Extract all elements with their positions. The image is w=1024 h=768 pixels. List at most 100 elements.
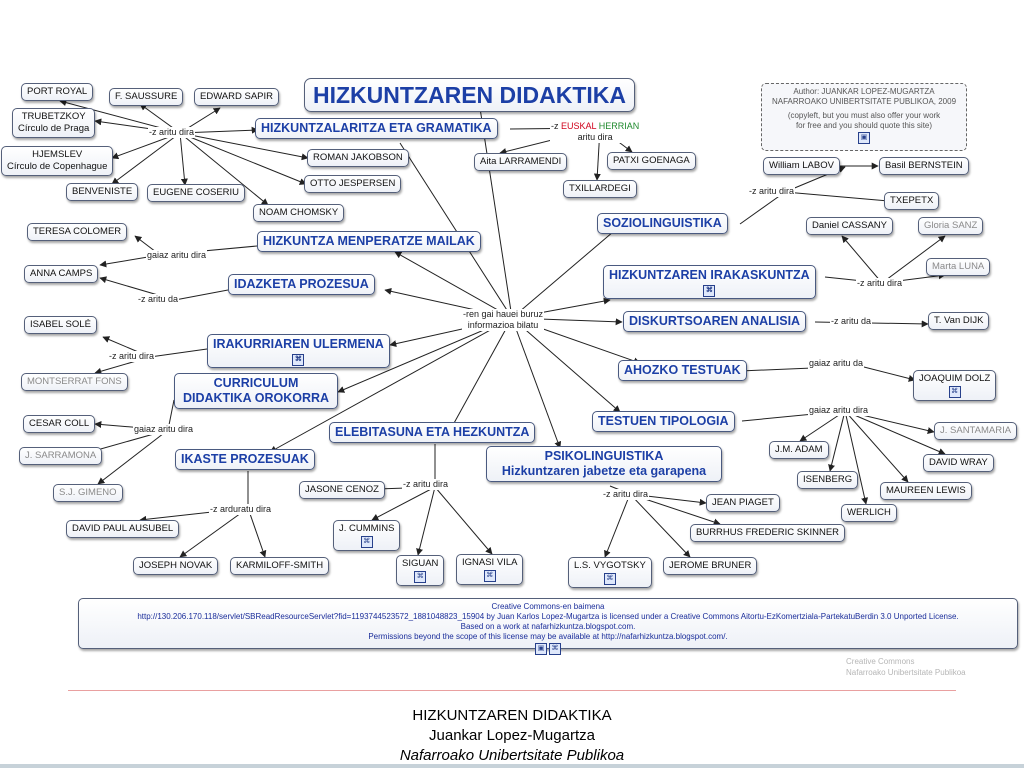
person-cummins[interactable]: J. CUMMINS ⌘ xyxy=(333,520,401,551)
topic-psikolinguistika[interactable]: PSIKOLINGUISTIKA Hizkuntzaren jabetze et… xyxy=(486,446,722,482)
concept-map-link-icon[interactable]: ⌘ xyxy=(292,353,305,366)
person-gloria[interactable]: Gloria SANZ xyxy=(918,217,984,235)
person-karmiloff[interactable]: KARMILOFF-SMITH xyxy=(230,557,330,575)
person-vygotsky-label: L.S. VYGOTSKY xyxy=(574,560,646,571)
topic-soziolinguistika[interactable]: SOZIOLINGUISTIKA xyxy=(597,213,728,234)
person-novak[interactable]: JOSEPH NOVAK xyxy=(133,557,219,575)
person-cassany[interactable]: Daniel CASSANY xyxy=(806,217,893,235)
concept-map-link-icon[interactable]: ⌘ xyxy=(414,571,427,583)
bottom-bar xyxy=(0,764,1024,768)
topic-gramatika[interactable]: HIZKUNTZALARITZA ETA GRAMATIKA xyxy=(255,118,498,139)
person-fons[interactable]: MONTSERRAT FONS xyxy=(21,373,128,391)
person-santamaria[interactable]: J. SANTAMARIA xyxy=(934,422,1018,440)
person-piaget[interactable]: JEAN PIAGET xyxy=(706,494,780,512)
link-label-z-aritu-dira-sozio: -z aritu dira xyxy=(748,186,796,197)
center-line-2: informazioa bilatu xyxy=(467,320,539,330)
person-sapir[interactable]: EDWARD SAPIR xyxy=(194,88,280,106)
person-marta[interactable]: Marta LUNA xyxy=(926,258,991,276)
person-vygotsky[interactable]: L.S. VYGOTSKY ⌘ xyxy=(568,557,652,588)
concept-map-link-icon[interactable]: ⌘ xyxy=(603,573,616,585)
person-benveniste[interactable]: BENVENISTE xyxy=(66,183,139,201)
person-trubetzkoy[interactable]: TRUBETZKOY Círculo de Praga xyxy=(12,108,96,138)
person-txillardegi[interactable]: TXILLARDEGI xyxy=(563,180,637,198)
connector-line xyxy=(416,486,436,556)
person-labov[interactable]: William LABOV xyxy=(763,157,840,175)
person-sole[interactable]: ISABEL SOLÉ xyxy=(24,316,97,334)
connector-line xyxy=(859,365,916,382)
person-hjemslev[interactable]: HJEMSLEV Círculo de Copenhague xyxy=(1,146,114,176)
license-title: Creative Commons-en baimena xyxy=(491,602,605,611)
center-node[interactable]: -ren gai hauei buruz informazioa bilatu xyxy=(462,309,545,331)
connector-line xyxy=(828,410,846,472)
person-vila[interactable]: IGNASI VILA ⌘ xyxy=(456,554,524,585)
person-txepetx[interactable]: TXEPETX xyxy=(884,192,940,210)
topic-ikaste[interactable]: IKASTE PROZESUAK xyxy=(175,449,315,470)
license-line-3: Permissions beyond the scope of this lic… xyxy=(368,632,728,641)
topic-menperatze[interactable]: HIZKUNTZA MENPERATZE MAILAK xyxy=(257,231,481,252)
person-skinner[interactable]: BURRHUS FREDERIC SKINNER xyxy=(690,524,846,542)
connector-line xyxy=(841,235,883,284)
topic-curriculum[interactable]: CURRICULUM DIDAKTIKA OROKORRA xyxy=(174,373,338,409)
author-line-3: (copyleft, but you must also offer your … xyxy=(787,111,941,120)
faded-watermark-line-2: Nafarroako Unibertsitate Publikoa xyxy=(846,668,966,677)
person-coll[interactable]: CESAR COLL xyxy=(23,415,96,433)
person-chomsky[interactable]: NOAM CHOMSKY xyxy=(253,204,345,222)
topic-diskurtso[interactable]: DISKURTSOAREN ANALISIA xyxy=(623,311,807,332)
person-saussure[interactable]: F. SAUSSURE xyxy=(109,88,184,106)
person-larramendi[interactable]: Aita LARRAMENDI xyxy=(474,153,568,171)
connector-line xyxy=(844,410,909,483)
connector-line xyxy=(179,507,249,558)
person-port-royal[interactable]: PORT ROYAL xyxy=(21,83,94,101)
map-title[interactable]: HIZKUNTZAREN DIDAKTIKA xyxy=(304,78,636,112)
person-ausubel[interactable]: DAVID PAUL AUSUBEL xyxy=(66,520,180,538)
license-box[interactable]: Creative Commons-en baimena http://130.2… xyxy=(78,598,1018,655)
topic-psiko-line-2: Hizkuntzaren jabetze eta garapena xyxy=(501,464,707,478)
topic-elebitasuna[interactable]: ELEBITASUNA ETA HEZKUNTZA xyxy=(329,422,536,443)
slide-footer: HIZKUNTZAREN DIDAKTIKA Juankar Lopez-Mug… xyxy=(0,706,1024,766)
topic-irakaskuntza[interactable]: HIZKUNTZAREN IRAKASKUNTZA ⌘ xyxy=(603,265,816,299)
person-werlich[interactable]: WERLICH xyxy=(841,504,897,522)
person-siguan-label: SIGUAN xyxy=(402,558,439,569)
connector-line xyxy=(799,410,846,442)
person-trubetzkoy-line-2: Círculo de Praga xyxy=(18,123,90,134)
person-siguan[interactable]: SIGUAN ⌘ xyxy=(396,555,445,586)
topic-irakurriaren[interactable]: IRAKURRIAREN ULERMENA ⌘ xyxy=(207,334,390,368)
connector-line xyxy=(247,507,267,558)
person-bernstein[interactable]: Basil BERNSTEIN xyxy=(879,157,969,175)
euskal-prefix: -z xyxy=(551,121,561,131)
person-bruner[interactable]: JEROME BRUNER xyxy=(663,557,758,575)
person-jakobson[interactable]: ROMAN JAKOBSON xyxy=(307,149,409,167)
connector-line xyxy=(179,132,269,206)
concept-map-link-icon[interactable]: ⌘ xyxy=(948,386,961,398)
person-gimeno[interactable]: S.J. GIMENO xyxy=(53,484,123,502)
person-cummins-label: J. CUMMINS xyxy=(339,523,395,534)
person-camps[interactable]: ANNA CAMPS xyxy=(24,265,99,283)
person-sarramona[interactable]: J. SARRAMONA xyxy=(19,447,103,465)
topic-idazketa[interactable]: IDAZKETA PROZESUA xyxy=(228,274,375,295)
person-cenoz[interactable]: JASONE CENOZ xyxy=(299,481,385,499)
image-icon[interactable]: ▣ xyxy=(858,132,870,144)
person-coseriu[interactable]: EUGENE COSERIU xyxy=(147,184,246,202)
person-wray[interactable]: DAVID WRAY xyxy=(923,454,994,472)
connector-line xyxy=(149,348,208,358)
concept-map-link-icon[interactable]: ⌘ xyxy=(703,284,716,297)
concept-map-link-icon[interactable]: ⌘ xyxy=(549,643,561,655)
footer-title: HIZKUNTZAREN DIDAKTIKA xyxy=(412,707,612,724)
person-vandijk[interactable]: T. Van DIJK xyxy=(928,312,990,330)
person-goenaga[interactable]: PATXI GOENAGA xyxy=(607,152,696,170)
person-hjemslev-line-2: Círculo de Copenhague xyxy=(7,161,108,172)
topic-ahozko[interactable]: AHOZKO TESTUAK xyxy=(618,360,747,381)
person-dolz[interactable]: JOAQUIM DOLZ ⌘ xyxy=(913,370,997,401)
topic-testuen[interactable]: TESTUEN TIPOLOGIA xyxy=(592,411,735,432)
person-jespersen[interactable]: OTTO JESPERSEN xyxy=(304,175,402,193)
herrian-word: HERRIAN xyxy=(598,121,640,131)
image-icon[interactable]: ▣ xyxy=(535,643,547,655)
person-isenberg[interactable]: ISENBERG xyxy=(797,471,859,489)
link-label-gaiaz-aritu-dira-curriculum: gaiaz aritu dira xyxy=(133,424,195,435)
person-lewis[interactable]: MAUREEN LEWIS xyxy=(880,482,972,500)
person-colomer[interactable]: TERESA COLOMER xyxy=(27,223,128,241)
concept-map-link-icon[interactable]: ⌘ xyxy=(360,536,373,548)
concept-map-link-icon[interactable]: ⌘ xyxy=(483,570,496,582)
euskal-word: EUSKAL xyxy=(561,121,597,131)
person-adam[interactable]: J.M. ADAM xyxy=(769,441,829,459)
